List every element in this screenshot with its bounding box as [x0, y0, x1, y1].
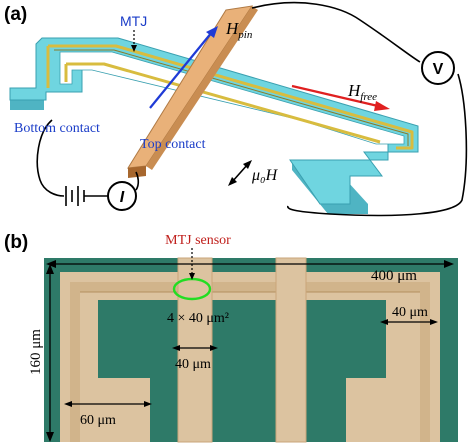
- dimension-left-arm: [64, 401, 152, 407]
- top-contact-label: Top contact: [140, 137, 206, 152]
- electrode-pattern: [60, 257, 440, 443]
- h-pin-label: Hpin: [225, 19, 253, 41]
- sensor-area-label: 4 × 40 μm²: [167, 311, 229, 326]
- field-double-arrow: [228, 160, 252, 186]
- ammeter-icon: [107, 181, 137, 211]
- field-label: μ₀H: [251, 167, 279, 184]
- right-arm-label: 40 μm: [392, 305, 428, 320]
- left-arm-label: 60 μm: [80, 413, 116, 428]
- dimension-400: [46, 260, 454, 268]
- panel-a-label: (a): [4, 4, 28, 25]
- wires: [36, 1, 468, 217]
- h-free-label: Hfree: [347, 81, 377, 103]
- mtj-sensor-label: MTJ sensor: [165, 233, 231, 248]
- panel-a-diagram: MTJ Hpin Hfree Bottom contact Top contac…: [9, 1, 468, 217]
- dimension-160: [46, 264, 54, 442]
- height-label: 160 μm: [28, 329, 44, 375]
- battery-icon: [65, 186, 85, 206]
- mtj-stack-layers: [46, 44, 414, 150]
- panel-b-label: (b): [4, 232, 29, 253]
- top-contact-bar: [127, 5, 258, 178]
- h-free-arrow: [291, 84, 390, 111]
- strip-width-label: 40 μm: [175, 357, 211, 372]
- h-pin-arrow: [149, 26, 218, 109]
- voltmeter-icon: [421, 51, 455, 85]
- bottom-contact-label: Bottom contact: [14, 121, 100, 136]
- voltmeter-label: V: [433, 61, 444, 78]
- mtj-label: MTJ: [120, 13, 147, 29]
- ammeter-label: I: [120, 189, 125, 206]
- dimension-strip: [172, 345, 218, 351]
- dimension-right-arm: [380, 319, 438, 325]
- width-total-label: 400 μm: [371, 268, 417, 284]
